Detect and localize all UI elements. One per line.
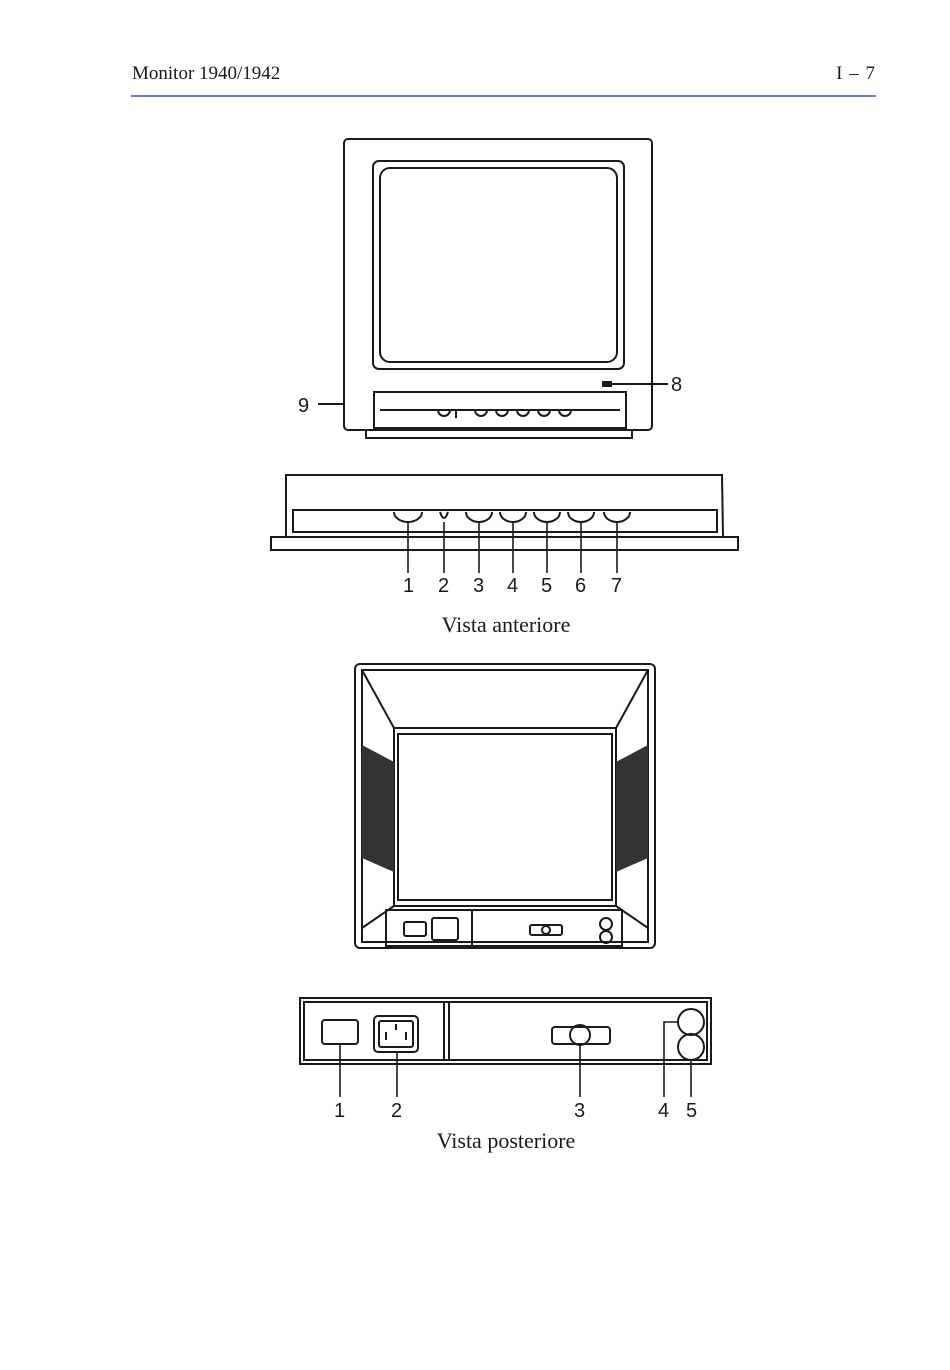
front-callout-lines xyxy=(407,522,618,573)
rear-connector-panel-drawing xyxy=(299,997,712,1065)
front-control-panel-drawing xyxy=(270,474,739,551)
power-led xyxy=(602,381,612,387)
front-callout-4: 4 xyxy=(507,575,518,597)
document-title: Monitor 1940/1942 xyxy=(132,63,281,84)
connector-3 xyxy=(551,1026,611,1045)
rear-callout-1: 1 xyxy=(334,1100,345,1122)
front-callout-6: 6 xyxy=(575,575,586,597)
callout-label-8: 8 xyxy=(671,374,682,396)
rear-callout-lines xyxy=(339,1021,692,1097)
front-monitor-drawing xyxy=(343,138,653,439)
front-view-caption: Vista anteriore xyxy=(441,612,571,637)
rear-callout-5: 5 xyxy=(686,1100,697,1122)
front-callout-5: 5 xyxy=(541,575,552,597)
page-number: I – 7 xyxy=(836,63,876,84)
rear-monitor-drawing xyxy=(354,663,656,949)
rear-view-caption: Vista posteriore xyxy=(436,1128,576,1153)
front-callout-7: 7 xyxy=(611,575,622,597)
connector-5 xyxy=(677,1033,705,1061)
front-callout-2: 2 xyxy=(438,575,449,597)
rear-switch-1 xyxy=(321,1019,359,1045)
connector-4 xyxy=(677,1008,705,1036)
rear-callout-4: 4 xyxy=(658,1100,669,1122)
header-rule xyxy=(131,95,876,97)
front-callout-1: 1 xyxy=(403,575,414,597)
rear-callout-3: 3 xyxy=(574,1100,585,1122)
rear-callout-2: 2 xyxy=(391,1100,402,1122)
power-socket-2 xyxy=(373,1015,419,1053)
callout-label-9: 9 xyxy=(298,395,309,417)
front-callout-3: 3 xyxy=(473,575,484,597)
